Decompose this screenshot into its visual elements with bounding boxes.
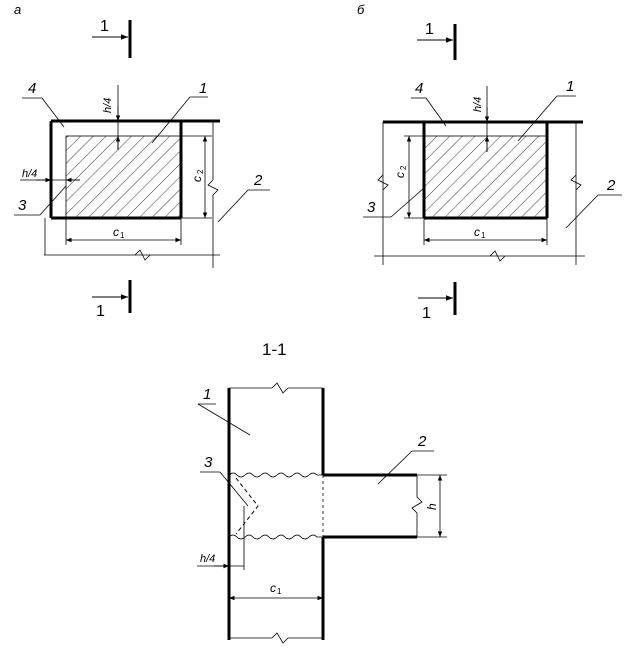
dim-h4-label: h/4 <box>22 168 37 180</box>
callout-3-section: 3 <box>200 454 249 507</box>
dim-c1-label: c <box>270 581 276 595</box>
callout-number: 1 <box>199 80 207 97</box>
dim-c1-a: c 1 <box>65 218 182 245</box>
section-1-1: 1-1 <box>197 340 447 644</box>
panel-a: а 1 h/4 <box>14 2 270 320</box>
slab-section <box>323 473 423 539</box>
dim-c2-subscript: 2 <box>399 165 408 170</box>
dim-h4-label: h/4 <box>200 553 215 565</box>
dim-h4-section: h/4 <box>197 506 245 570</box>
dim-c1-subscript: 1 <box>120 231 125 240</box>
column-section <box>227 382 325 644</box>
dim-h4-label: h/4 <box>102 98 114 113</box>
dim-h-section: h <box>417 474 447 538</box>
wall-break-a <box>134 121 219 268</box>
dim-h4-label: h/4 <box>472 97 484 112</box>
callout-number: 3 <box>367 199 376 216</box>
dim-c2-subscript: 2 <box>196 169 205 174</box>
loaded-area-b <box>423 135 548 219</box>
callout-2-b: 2 <box>565 177 622 229</box>
callout-2-a: 2 <box>217 172 270 223</box>
wall-break-b <box>377 174 582 262</box>
panel-a-letter: а <box>14 2 21 17</box>
dim-c1-section: c 1 <box>229 581 323 601</box>
callout-4-a: 4 <box>22 80 65 128</box>
dim-h4-top-b: h/4 <box>472 86 490 152</box>
callout-number: 4 <box>28 80 36 97</box>
section-mark-label: 1 <box>425 21 434 38</box>
callout-number: 2 <box>606 177 616 194</box>
section-title: 1-1 <box>262 340 287 359</box>
callout-4-b: 4 <box>411 80 447 127</box>
callout-number: 1 <box>203 386 211 403</box>
dim-c1-label: c <box>113 225 119 239</box>
panel-b: б 1 h/4 <box>357 2 622 322</box>
section-mark-label: 1 <box>96 303 105 320</box>
section-mark-label: 1 <box>100 18 109 35</box>
callout-number: 3 <box>18 197 27 214</box>
section-mark-top-b: 1 <box>417 21 457 60</box>
callout-1-section: 1 <box>197 386 251 436</box>
callout-number: 2 <box>417 433 427 450</box>
embedded-zone <box>228 472 324 540</box>
loaded-area-a <box>65 135 182 219</box>
dim-c2-label: c <box>190 176 204 182</box>
callout-1-b: 1 <box>517 78 576 142</box>
dim-c1-label: c <box>474 225 480 239</box>
section-mark-top-a: 1 <box>92 18 132 58</box>
callout-number: 2 <box>253 172 263 189</box>
dim-c2-label: c <box>393 172 407 178</box>
dim-c1-subscript: 1 <box>277 587 282 596</box>
dim-h4-top-a: h/4 <box>102 85 121 150</box>
section-mark-bottom-b: 1 <box>418 282 457 322</box>
dim-c2-b: c 2 <box>393 135 424 219</box>
dim-c1-subscript: 1 <box>481 231 486 240</box>
callout-number: 4 <box>415 80 423 97</box>
callout-3-b: 3 <box>363 187 425 218</box>
dim-h4-left-a: h/4 <box>20 168 80 183</box>
dim-c2-a: c 2 <box>181 135 212 219</box>
section-mark-bottom-a: 1 <box>92 280 132 320</box>
callout-3-a: 3 <box>14 185 67 216</box>
panel-b-letter: б <box>357 2 365 17</box>
callout-number: 3 <box>204 454 213 471</box>
callout-number: 1 <box>566 78 574 95</box>
callout-2-section: 2 <box>377 433 434 485</box>
callout-1-a: 1 <box>151 80 208 144</box>
dim-c1-b: c 1 <box>423 218 548 245</box>
dim-h-label: h <box>425 503 439 510</box>
section-mark-label: 1 <box>422 305 431 322</box>
